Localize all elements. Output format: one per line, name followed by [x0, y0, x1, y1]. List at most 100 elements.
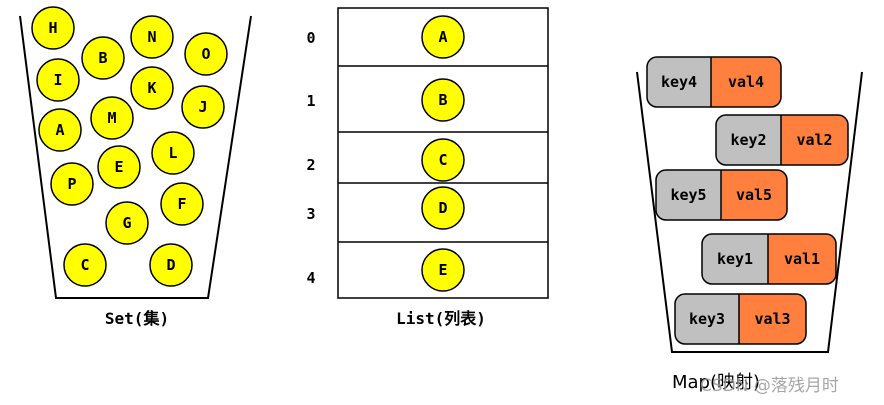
map-key-label: key1	[717, 250, 753, 268]
set-ball-circle	[31, 6, 75, 50]
map-value-label: val3	[754, 310, 790, 328]
map-key-cell	[702, 234, 768, 284]
map-entries: key4 val4 key2 val2 key5 val5 key1 val1 key3 val3	[646, 56, 849, 345]
set-ball: E	[97, 145, 141, 189]
set-ball: P	[50, 162, 94, 206]
set-ball-label: H	[48, 19, 57, 37]
set-ball: M	[90, 96, 134, 140]
set-ball: C	[63, 243, 107, 287]
set-ball-circle	[36, 58, 80, 102]
list-ball-circle	[421, 15, 465, 59]
set-ball-circle	[130, 66, 174, 110]
list-frame	[337, 7, 549, 299]
map-bucket-outline	[636, 71, 863, 353]
list-index: 0	[306, 29, 315, 47]
set-ball-label: C	[80, 256, 89, 274]
set-ball-circle	[130, 15, 174, 59]
map-key-label: key2	[730, 131, 766, 149]
set-ball-circle	[149, 243, 193, 287]
set-ball: B	[81, 36, 125, 80]
set-ball: G	[105, 201, 149, 245]
watermark: CSDN @落残月时	[700, 376, 839, 396]
map-key-label: key5	[670, 186, 706, 204]
list-caption: List(列表)	[396, 309, 486, 328]
map-value-label: val5	[736, 186, 772, 204]
map-entry: key3 val3	[674, 293, 807, 345]
map-entry-outline	[715, 114, 849, 166]
set-ball: K	[130, 66, 174, 110]
map-container: key4 val4 key2 val2 key5 val5 key1 val1 key3 val3	[636, 56, 863, 353]
list-index: 2	[306, 156, 315, 174]
list-ball-label: A	[438, 28, 447, 46]
set-ball-label: N	[147, 28, 156, 46]
set-ball: N	[130, 15, 174, 59]
map-key-cell	[716, 115, 781, 165]
map-value-cell	[721, 170, 787, 220]
map-entry: key5 val5	[655, 169, 788, 221]
set-ball-label: E	[114, 158, 123, 176]
list-ball-circle	[421, 138, 465, 182]
map-key-label: key3	[689, 310, 725, 328]
map-entry: key4 val4	[646, 56, 782, 108]
set-ball: H	[31, 6, 75, 50]
set-ball: O	[184, 32, 228, 76]
set-ball: L	[151, 131, 195, 175]
set-ball-circle	[181, 85, 225, 129]
set-ball-label: B	[98, 49, 107, 67]
set-ball-circle	[38, 108, 82, 152]
set-ball-label: M	[107, 109, 116, 127]
map-value-label: val1	[784, 250, 820, 268]
map-entry: key2 val2	[715, 114, 849, 166]
map-key-cell	[675, 294, 739, 344]
list-ball-circle	[421, 248, 465, 292]
set-ball-label: K	[147, 79, 156, 97]
list-index: 4	[306, 269, 315, 287]
map-caption: Map(映射)	[672, 372, 761, 393]
list-index: 3	[306, 205, 315, 223]
set-balls: H N B O I K J M A L E P F G C D	[31, 6, 228, 287]
map-value-label: val4	[728, 73, 764, 91]
map-value-label: val2	[796, 131, 832, 149]
set-ball-label: O	[201, 45, 210, 63]
set-ball-label: D	[166, 256, 175, 274]
set-ball-label: F	[177, 195, 186, 213]
map-key-cell	[647, 57, 711, 107]
map-value-cell	[711, 57, 781, 107]
set-ball-circle	[81, 36, 125, 80]
list-ball-label: D	[438, 199, 447, 217]
set-ball: I	[36, 58, 80, 102]
set-ball-circle	[151, 131, 195, 175]
map-value-cell	[739, 294, 806, 344]
set-bucket-outline	[19, 15, 252, 299]
list-ball-label: B	[438, 91, 447, 109]
list-ball-circle	[421, 186, 465, 230]
set-ball-circle	[90, 96, 134, 140]
set-ball-circle	[97, 145, 141, 189]
map-value-cell	[768, 234, 836, 284]
set-ball-label: P	[67, 175, 76, 193]
set-ball: A	[38, 108, 82, 152]
list-ball-label: E	[438, 261, 447, 279]
map-entry-outline	[646, 56, 782, 108]
set-container: H N B O I K J M A L E P F G C D Set(集)	[19, 6, 252, 328]
set-ball: J	[181, 85, 225, 129]
set-ball-circle	[160, 182, 204, 226]
set-ball-label: I	[53, 71, 62, 89]
map-key-label: key4	[661, 73, 697, 91]
map-entry-outline	[674, 293, 807, 345]
map-entry-outline	[701, 233, 837, 285]
map-value-cell	[781, 115, 848, 165]
list-ball-circle	[421, 78, 465, 122]
set-caption: Set(集)	[105, 309, 169, 328]
set-ball-label: A	[55, 121, 64, 139]
list-ball-label: C	[438, 151, 447, 169]
set-ball-label: G	[122, 214, 131, 232]
set-ball-label: L	[168, 144, 177, 162]
